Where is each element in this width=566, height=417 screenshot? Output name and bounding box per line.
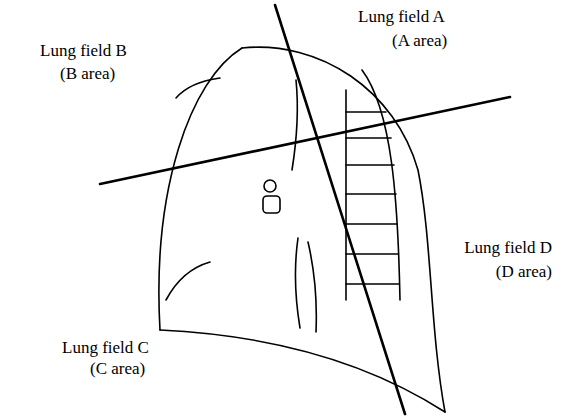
region-label: Lung field B	[40, 41, 127, 61]
vessel-line	[166, 262, 210, 300]
lung-outline	[159, 48, 242, 330]
region-label: (C area)	[90, 359, 145, 379]
region-label: (B area)	[60, 64, 115, 84]
spine-edge	[345, 90, 347, 300]
diaphragm-line	[160, 330, 445, 412]
region-label: Lung field C	[62, 338, 149, 358]
division-line	[275, 5, 405, 414]
spine-edge	[362, 70, 400, 300]
heart-border	[308, 242, 316, 332]
region-label: Lung field A	[358, 7, 445, 27]
region-label: Lung field D	[464, 238, 552, 258]
division-line	[100, 97, 510, 184]
heart-border	[295, 238, 300, 328]
vessel-line	[176, 78, 220, 98]
hilum-marker	[264, 180, 276, 192]
hilum-marker	[263, 196, 280, 213]
region-label: (D area)	[496, 262, 552, 282]
rib-lines	[346, 112, 399, 284]
vessel-line	[292, 80, 297, 170]
region-label: (A area)	[392, 31, 447, 51]
lung-outline	[242, 47, 445, 412]
